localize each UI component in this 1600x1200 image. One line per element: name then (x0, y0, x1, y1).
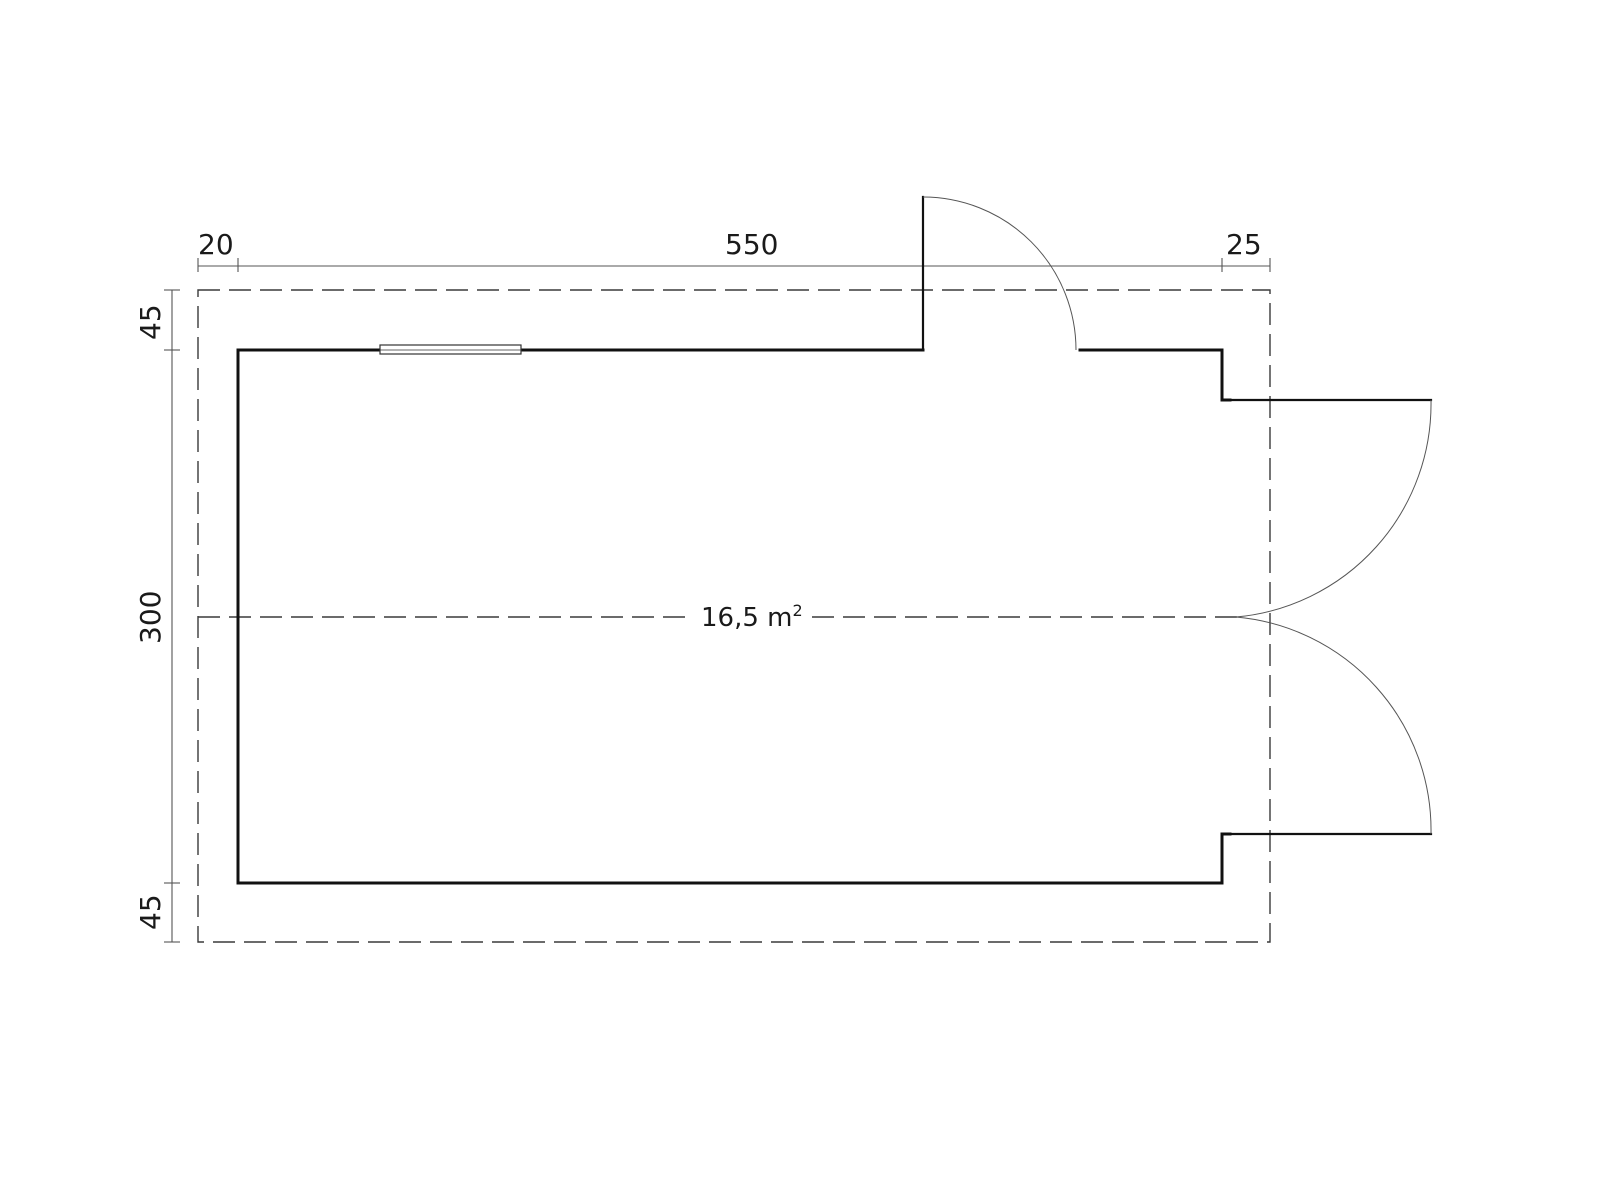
dimension-top-length: 550 (725, 228, 778, 261)
left-dimension-line (164, 289, 180, 943)
double-door-lower-swing-arc (1235, 616, 1432, 835)
window (379, 344, 522, 355)
dimension-top-right-offset: 25 (1226, 228, 1262, 261)
top-dimension-line (197, 258, 1271, 272)
dimension-left-bottom-offset: 45 (134, 894, 167, 930)
dimension-left-depth: 300 (134, 591, 167, 644)
double-door (1220, 398, 1433, 836)
double-door-upper-swing-arc (1235, 399, 1432, 618)
roof-overhang-outline (197, 289, 1271, 943)
room-area-unit-superscript: 2 (792, 601, 802, 620)
single-door (921, 195, 1077, 352)
dimension-left-top-offset: 45 (134, 304, 167, 340)
dimension-top-left-offset: 20 (198, 228, 234, 261)
single-door-swing-arc (922, 196, 1077, 351)
room-area-value: 16,5 m (701, 603, 792, 633)
room-area-label: 16,5 m2 (701, 601, 803, 633)
